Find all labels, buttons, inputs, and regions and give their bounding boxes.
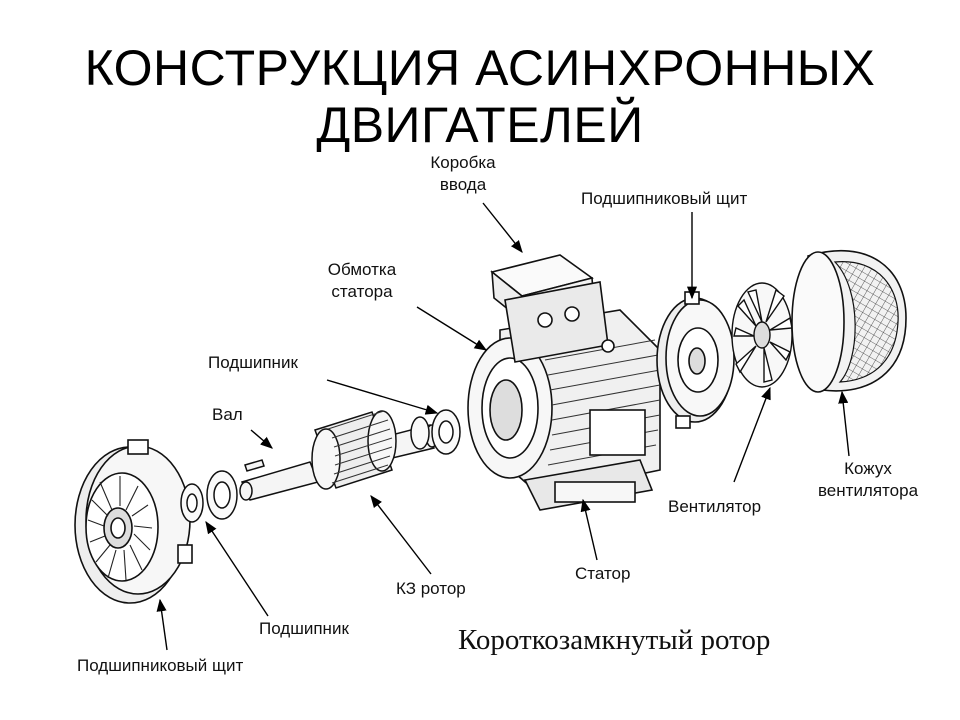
title-line-2: ДВИГАТЕЛЕЙ [316, 97, 644, 153]
label-fan-cover-line1: Кожух [844, 459, 892, 478]
rotor [311, 410, 397, 490]
label-fan: Вентилятор [668, 497, 762, 516]
fan-cover [791, 250, 907, 393]
bearing-left [180, 470, 238, 523]
label-bearing-shield-right: Подшипниковый щит [581, 189, 748, 208]
terminal-box [490, 254, 615, 363]
label-fan-cover-line2: вентилятора [817, 481, 919, 500]
label-rotor: КЗ ротор [396, 579, 466, 598]
caption: Короткозамкнутый ротор [458, 624, 771, 656]
label-bearing-upper: Подшипник [208, 353, 298, 372]
bearing-shield-left [74, 439, 193, 604]
title-line-1: КОНСТРУКЦИЯ АСИНХРОННЫХ [84, 40, 876, 96]
bearing-right [410, 409, 461, 455]
label-bearing-shield-left: Подшипниковый щит [77, 656, 244, 675]
bearing-shield-right [656, 291, 735, 429]
label-bearing-lower: Подшипник [259, 619, 349, 638]
label-stator-winding-line2: статора [331, 282, 393, 301]
label-stator-winding: Обмотка статора [312, 259, 412, 303]
stator-housing [467, 309, 661, 511]
label-terminal-box-line2: ввода [439, 175, 487, 194]
label-shaft: Вал [212, 405, 243, 424]
label-stator: Статор [575, 564, 631, 583]
label-fan-cover: Кожух вентилятора [800, 458, 936, 502]
callout-lines [156, 202, 850, 651]
fan [731, 282, 793, 388]
label-terminal-box-line1: Коробка [430, 153, 496, 172]
label-terminal-box: Коробка ввода [418, 152, 508, 196]
label-stator-winding-line1: Обмотка [327, 260, 397, 279]
